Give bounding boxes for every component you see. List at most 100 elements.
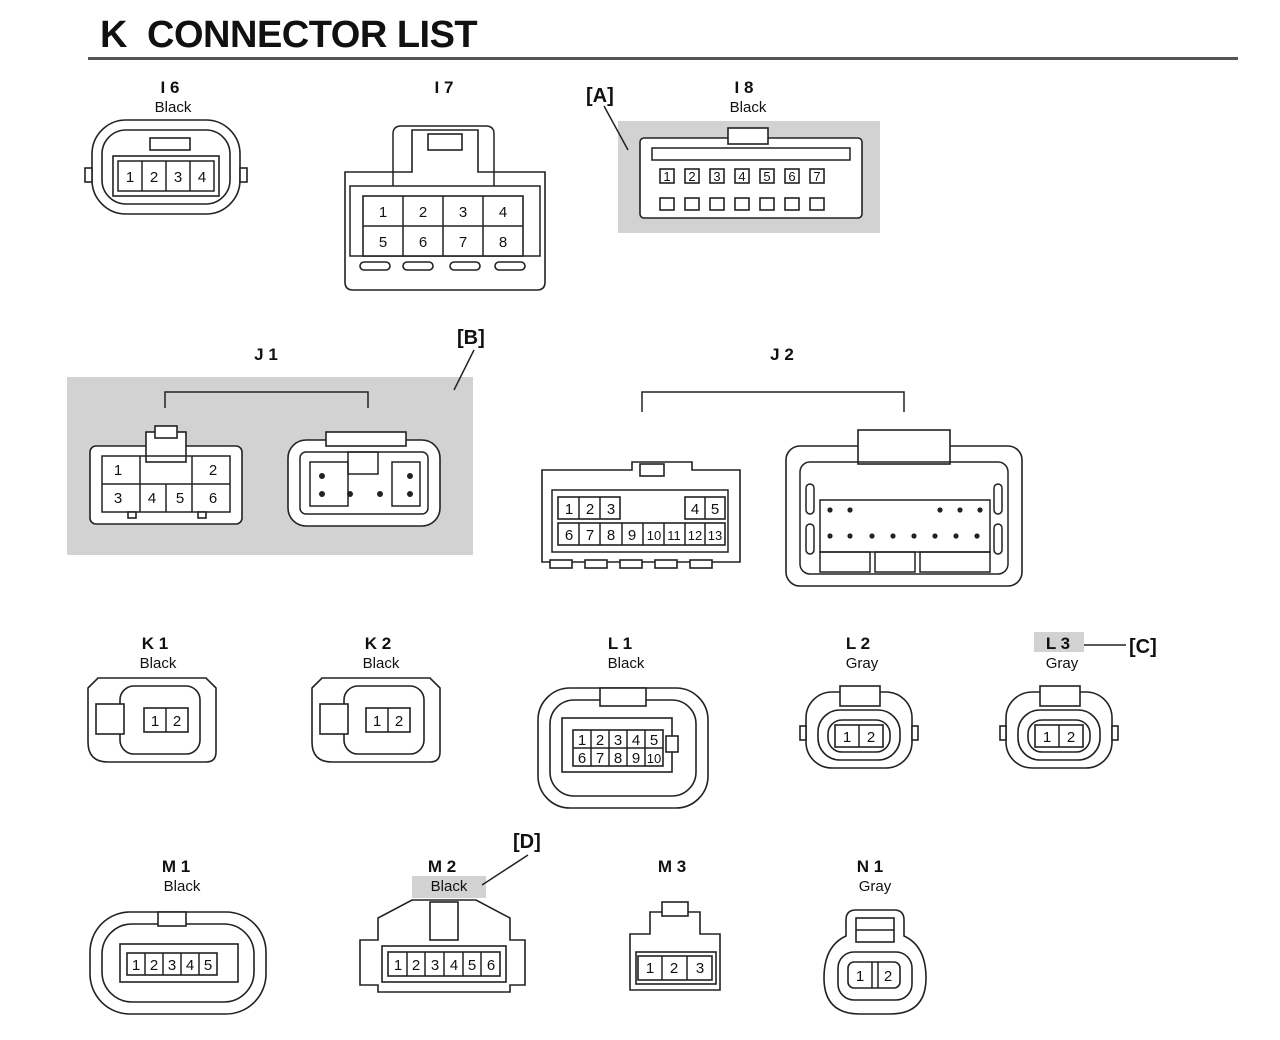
callout-c: [C] xyxy=(1129,636,1157,658)
connector-housing-mate xyxy=(785,445,1023,587)
pair-bracket xyxy=(641,391,905,412)
pin-number: 12 xyxy=(688,528,702,543)
pin-number: 1 xyxy=(114,462,122,479)
pin-number: 9 xyxy=(632,750,640,767)
connector-color: Gray xyxy=(859,878,892,895)
connector-i6: I 6 Black 1 2 3 4 xyxy=(84,78,248,215)
pin-contacts xyxy=(319,473,413,497)
connector-color: Black xyxy=(431,878,468,895)
pin-number: 3 xyxy=(713,169,720,184)
callout-b: [B] xyxy=(457,327,485,349)
connector-color: Black xyxy=(363,655,400,672)
pin-number: 1 xyxy=(663,169,670,184)
connector-code: I 7 xyxy=(435,78,454,97)
pin-number: 3 xyxy=(168,957,176,974)
callout-d: [D] xyxy=(513,831,541,853)
pin-number: 10 xyxy=(647,528,661,543)
pin-number: 4 xyxy=(632,732,640,749)
pin-number: 1 xyxy=(843,729,851,746)
locking-tab xyxy=(427,133,463,151)
pin-number: 2 xyxy=(173,713,181,730)
pin-number: 5 xyxy=(711,501,719,518)
connector-k2: K 2 Black 1 2 xyxy=(311,634,441,763)
pin-number: 3 xyxy=(114,490,122,507)
pin-number: 1 xyxy=(379,204,387,221)
pin-number: 5 xyxy=(650,732,658,749)
connector-code: M 2 xyxy=(428,857,456,876)
pin-number: 6 xyxy=(565,527,573,544)
connector-color: Black xyxy=(155,99,192,116)
callout-leader-a xyxy=(603,105,629,151)
pin-number: 3 xyxy=(614,732,622,749)
pin-number: 2 xyxy=(688,169,695,184)
locking-tab xyxy=(727,127,769,145)
pin-number: 5 xyxy=(379,234,387,251)
connector-j2: J 2 1 2 3 4 5 6 7 8 9 10 11 12 13 xyxy=(541,345,1023,587)
pin-number: 1 xyxy=(151,713,159,730)
connector-housing-mate xyxy=(287,439,441,527)
pin-number: 2 xyxy=(395,713,403,730)
locking-tab xyxy=(157,911,187,927)
pin-row xyxy=(659,168,825,211)
pin-number: 9 xyxy=(628,527,636,544)
page-title: K CONNECTOR LIST xyxy=(100,14,478,56)
connector-color: Black xyxy=(608,655,645,672)
pin-number: 4 xyxy=(738,169,745,184)
pin-number: 2 xyxy=(150,169,158,186)
connector-code: L 1 xyxy=(608,634,632,653)
pin-number: 1 xyxy=(565,501,573,518)
pin-number: 3 xyxy=(607,501,615,518)
connector-l3: [C] L 3 Gray 1 2 xyxy=(999,632,1157,769)
connector-code: I 8 xyxy=(735,78,754,97)
connector-code: K 1 xyxy=(142,634,168,653)
connector-color: Black xyxy=(730,99,767,116)
pin-number: 1 xyxy=(126,169,134,186)
locking-tab xyxy=(639,463,665,477)
locking-tab xyxy=(661,901,689,917)
pin-number: 1 xyxy=(394,957,402,974)
connector-code: J 1 xyxy=(254,345,278,364)
pin-number: 13 xyxy=(708,528,722,543)
title-rule xyxy=(88,57,1238,60)
pin-number: 7 xyxy=(813,169,820,184)
pin-number: 8 xyxy=(614,750,622,767)
pin-number: 1 xyxy=(578,732,586,749)
connector-color: Gray xyxy=(846,655,879,672)
pin-number: 5 xyxy=(763,169,770,184)
pin-number: 5 xyxy=(176,490,184,507)
callout-a: [A] xyxy=(586,85,614,107)
pin-number: 2 xyxy=(884,968,892,985)
pin-number: 8 xyxy=(499,234,507,251)
pin-number: 2 xyxy=(209,462,217,479)
pin-number: 3 xyxy=(459,204,467,221)
callout-highlight-d xyxy=(412,876,486,898)
pin-number: 2 xyxy=(596,732,604,749)
pin-number: 4 xyxy=(499,204,507,221)
pin-number: 2 xyxy=(412,957,420,974)
pin-number: 5 xyxy=(468,957,476,974)
pin-number: 4 xyxy=(691,501,699,518)
pin-number: 4 xyxy=(450,957,458,974)
connector-n1: N 1 Gray 1 2 xyxy=(823,857,927,1015)
pin-number: 1 xyxy=(1043,729,1051,746)
pin-number: 3 xyxy=(431,957,439,974)
pin-contacts xyxy=(827,507,983,539)
connector-color: Black xyxy=(140,655,177,672)
pin-number: 1 xyxy=(856,968,864,985)
pin-number: 2 xyxy=(867,729,875,746)
latch-frame xyxy=(392,125,495,186)
pin-number: 2 xyxy=(1067,729,1075,746)
connector-m3: M 3 1 2 3 xyxy=(629,857,721,991)
callout-leader-b xyxy=(453,349,475,391)
pin-number: 6 xyxy=(209,490,217,507)
pin-number: 1 xyxy=(646,960,654,977)
pin-number: 1 xyxy=(373,713,381,730)
locking-tab xyxy=(599,687,647,707)
connector-color: Gray xyxy=(1046,655,1079,672)
pin-number: 3 xyxy=(174,169,182,186)
connector-m2: [D] M 2 Black 1 2 3 4 5 6 xyxy=(359,831,541,993)
connector-m1: M 1 Black 1 2 3 4 5 xyxy=(89,857,267,1015)
connector-code: L 2 xyxy=(846,634,870,653)
connector-l1: L 1 Black 1 2 3 4 5 6 7 8 9 10 xyxy=(537,634,709,809)
pin-number: 2 xyxy=(419,204,427,221)
